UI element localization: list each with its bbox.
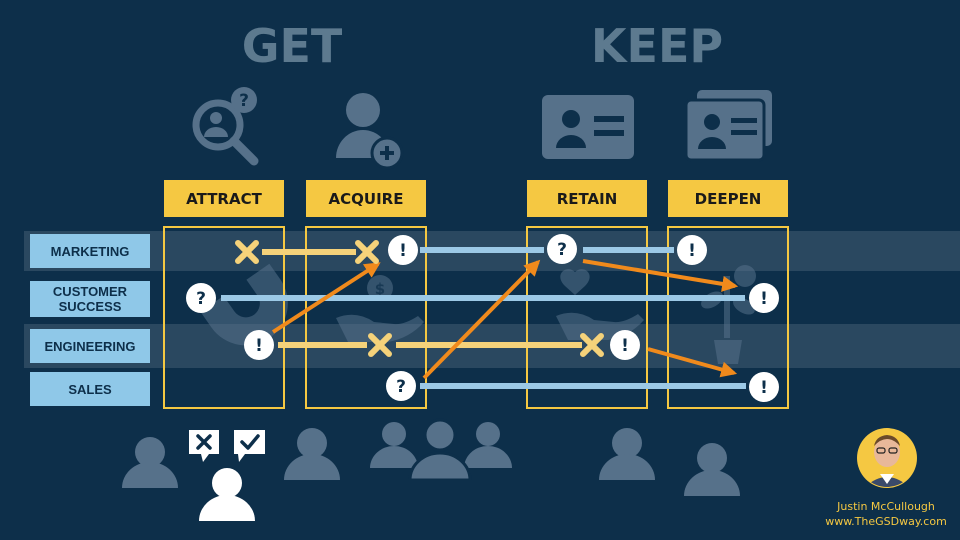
hand-heart-icon [556,269,644,340]
svg-text:ENGINEERING: ENGINEERING [44,339,135,354]
add-user-icon [336,93,404,170]
stage-acquire: ACQUIRE [306,180,426,217]
row-label-engineering: ENGINEERING [30,329,150,363]
row-label-sales: SALES [30,372,150,406]
id-cards-stack-icon [684,90,772,162]
column-acquire [305,226,427,409]
row-label-customer-success: CUSTOMER SUCCESS [30,281,150,317]
author-name: Justin McCullough [836,500,935,513]
handoff-arrow [647,347,738,378]
x-mark-icon [580,333,604,357]
svg-text:!: ! [760,289,768,309]
exclamation-mark-icon: ! [749,283,779,313]
person-icon [599,428,655,480]
x-mark-icon [368,333,392,357]
svg-text:?: ? [239,91,249,111]
stage-retain: RETAIN [527,180,647,217]
author-site: www.TheGSDway.com [825,515,947,528]
heading-keep: KEEP [591,19,723,73]
people-group-icon [370,418,512,482]
svg-text:?: ? [196,289,206,309]
svg-text:SUCCESS: SUCCESS [59,299,122,314]
exclamation-mark-icon: ! [610,330,640,360]
svg-text:ATTRACT: ATTRACT [186,190,262,208]
x-mark-icon [235,240,259,264]
svg-text:?: ? [396,377,406,397]
svg-text:!: ! [760,378,768,398]
column-deepen [667,226,789,409]
svg-text:DEEPEN: DEEPEN [695,190,762,208]
person-icon [284,428,340,480]
x-mark-icon [355,240,379,264]
handoff-arrow [422,259,541,380]
approve-bubble-icon [234,430,265,462]
exclamation-mark-icon: ! [244,330,274,360]
svg-text:ACQUIRE: ACQUIRE [329,190,404,208]
stage-attract: ATTRACT [164,180,284,217]
svg-text:?: ? [557,240,567,260]
svg-text:SALES: SALES [68,382,112,397]
svg-text:$: $ [375,280,385,298]
question-mark-icon: ? [386,371,416,401]
search-question-icon: ? [192,87,259,166]
handoff-arrow [271,262,381,334]
svg-text:!: ! [688,241,696,261]
id-card-icon [542,95,634,159]
person-icon [122,437,178,488]
magnet-icon [200,263,288,346]
svg-text:!: ! [621,336,629,356]
svg-text:CUSTOMER: CUSTOMER [53,284,128,299]
column-retain [526,226,648,409]
question-mark-icon: ? [547,234,577,264]
column-attract [163,226,285,409]
exclamation-mark-icon: ! [388,235,418,265]
svg-text:!: ! [255,336,263,356]
hand-money-icon: $ [336,275,424,342]
person-icon [199,468,255,521]
question-mark-icon: ? [186,283,216,313]
handoff-arrow [582,259,739,292]
svg-text:!: ! [399,241,407,261]
exclamation-mark-icon: ! [749,372,779,402]
avatar [857,428,917,488]
stage-deepen: DEEPEN [668,180,788,217]
heading-get: GET [242,19,343,73]
svg-text:RETAIN: RETAIN [557,190,618,208]
reject-bubble-icon [189,430,219,462]
row-label-marketing: MARKETING [30,234,150,268]
person-icon [684,443,740,496]
svg-text:MARKETING: MARKETING [51,244,130,259]
exclamation-mark-icon: ! [677,235,707,265]
